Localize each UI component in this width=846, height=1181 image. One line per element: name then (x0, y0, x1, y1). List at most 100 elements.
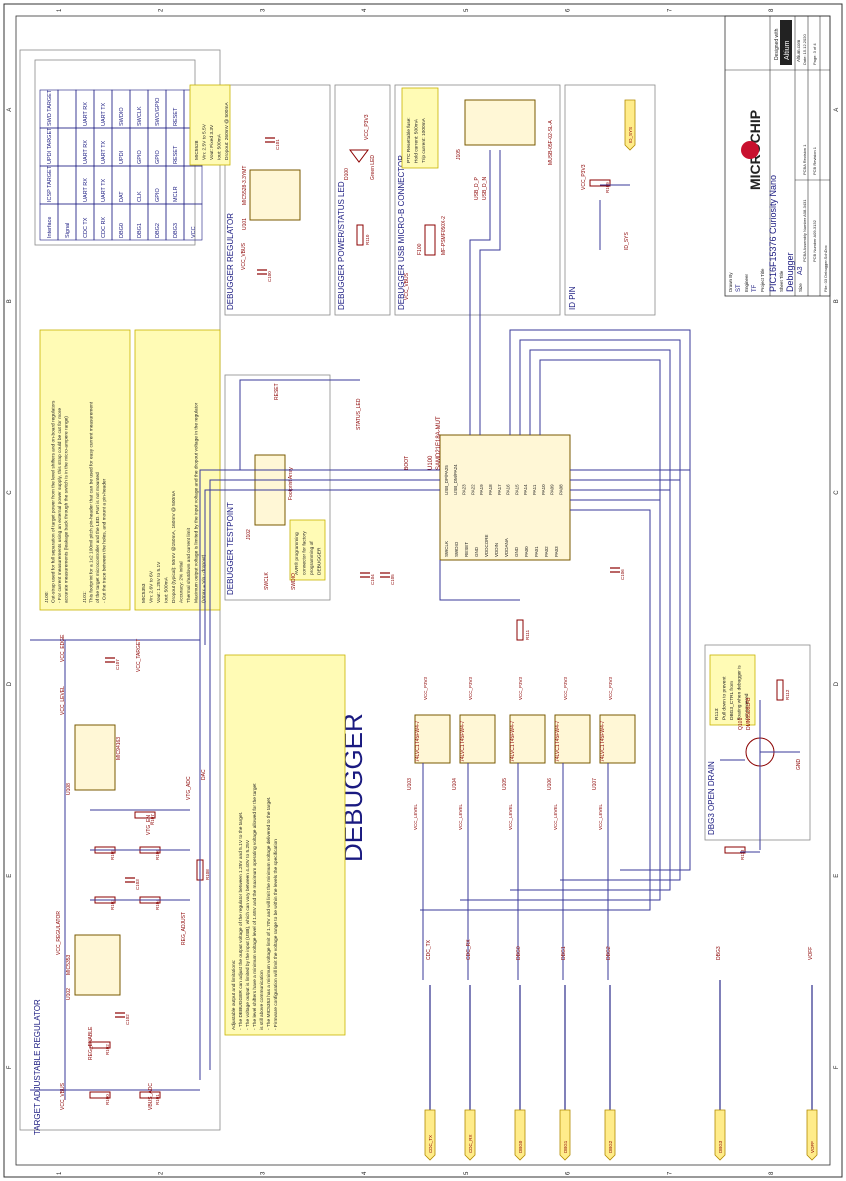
usb-connector-block (394, 84, 561, 316)
u101-body (249, 169, 301, 221)
adjust-note-line: Adjustable output and limitations: (231, 960, 237, 1030)
net-status-led: STATUS_LED (356, 398, 362, 430)
u100-left-pin: PA03 (554, 546, 559, 557)
net-swclk: SWCLK (264, 572, 270, 590)
iface-value: DBG2 (155, 223, 161, 238)
open-drain-title: DBG3 OPEN DRAIN (707, 761, 716, 835)
level-shifter-part: 74LVC1T45FW4-7 (510, 720, 516, 762)
status-led-title: DEBUGGER POWER/STATUS LED (337, 181, 346, 310)
u102-body (74, 934, 121, 996)
level-shifter-vlevel: VCC_LEVEL (413, 803, 418, 830)
passive-ref: R109 (605, 182, 610, 193)
mic5353-note-line: Vin: 2.6V to 6V (149, 570, 155, 603)
net-vcc-vbus-reg: VCC_VBUS (241, 242, 247, 270)
level-shifter-body (459, 714, 496, 764)
testpoint-note-box (289, 519, 326, 581)
grid-col-bottom-1: 1 (57, 1171, 63, 1175)
adjust-note: Adjustable output and limitations: - The … (231, 783, 279, 1030)
level-shifter-ref: U103 (407, 778, 413, 790)
grid-row-left-F: F (7, 1065, 13, 1069)
passive-ref: R106 (155, 849, 160, 860)
net-cdc-rx: CDC_RX (466, 939, 472, 960)
iface-header: ICSP TARGET (47, 165, 53, 202)
sheet-port-label: DBG0 (518, 1140, 523, 1153)
passive-ref: R108 (205, 869, 210, 880)
net-vtg-adc: VTG_ADC (186, 776, 192, 800)
net-voff: VOFF (808, 947, 814, 960)
testpoint-note-line: programming of (309, 541, 315, 575)
testpoint-note-line: DEBUGGER (317, 547, 323, 575)
u108-part: MIC94163 (116, 737, 122, 760)
level-shifter-body (554, 714, 591, 764)
level-shifter-ref: U105 (502, 778, 508, 790)
net-dbg2: DBG2 (606, 946, 612, 960)
iface-value: UART RX (83, 102, 89, 126)
net-reg-adjust: REG_ADJUST (181, 912, 187, 945)
net-vcc-target: VCC_TARGET (136, 639, 142, 672)
grid-col-bottom-8: 8 (769, 1171, 775, 1175)
f100-part: MF-PSMF050X-2 (441, 216, 447, 255)
iface-value: DBG1 (137, 223, 143, 238)
iface-value: UPDI (119, 150, 125, 164)
u100-right-pin: PA08 (558, 484, 563, 495)
q101-part: DMN65D8LFB (746, 697, 752, 730)
u100-left-pin: SWCLK (444, 541, 449, 557)
grid-row-right-D: D (834, 681, 840, 686)
sheet-port-tag (806, 1109, 818, 1161)
level-shifter-body (599, 714, 636, 764)
mic5353-note-line: Iout: 500mA (164, 576, 170, 603)
passive-ref: C101 (275, 139, 280, 150)
passive-ref: R107 (150, 814, 155, 825)
net-vbus-adc: VBUS_ADC (148, 1083, 154, 1110)
size-value: A3 (797, 266, 804, 275)
designed-with: Designed with (774, 28, 780, 60)
iface-value: GPIO (137, 150, 143, 164)
iface-value: Signal (65, 223, 71, 238)
u100-right-pin: PA19 (479, 484, 484, 495)
j105-part: MUSB-05F-02-SL-A (548, 120, 554, 165)
sheet-port-tag (424, 1109, 436, 1161)
mic5353-note-line: Accuracy: 2% initial (179, 561, 185, 603)
level-shifter-ref: U107 (592, 778, 598, 790)
net-vtg-en: VTG_EN (146, 815, 152, 835)
u100-left-pin: VDDCORE (484, 534, 489, 557)
wires (30, 150, 813, 1110)
adjust-note-line: - The MIC5353 has a minimum voltage limi… (266, 797, 272, 1030)
passive-ref: R103 (110, 899, 115, 910)
level-shifter-vcc: VCC_P3V3 (423, 676, 428, 700)
testpoint-title: DEBUGGER TESTPOINT (226, 502, 235, 595)
sheet-port-label: DBG2 (608, 1140, 613, 1153)
pcb-number: PCB Number A09-3132 (812, 219, 817, 262)
j101-note-line: This footprint for a 1x2 100mil pitch pi… (89, 401, 95, 603)
level-shifter-ref: U104 (452, 778, 458, 790)
passive-ref: C100 (267, 271, 272, 282)
usb-note-line: PTC Resettable fuse: (406, 117, 412, 163)
sheet-port-label: DBG1 (563, 1140, 568, 1153)
microchip-logo-icon (741, 141, 759, 159)
net-dbg0: DBG0 (516, 946, 522, 960)
j100-note-line: accurate measurements (leakage back thro… (64, 416, 70, 603)
mic5353-note-line: Thermal shutdown and current limit (186, 527, 192, 603)
u102-ref: U102 (66, 988, 72, 1000)
iface-value: DBG0 (119, 223, 125, 238)
u100-left-pin: PA01 (534, 546, 539, 557)
iface-value: SWCLK (137, 106, 143, 126)
mic5353-note-line: (Vmax = Vin - dropout) (201, 554, 207, 603)
resistor-symbol (516, 619, 524, 641)
mic5353-note-line: Vout: 1.25V to 5.1V (156, 561, 162, 603)
net-dbg1: DBG1 (561, 946, 567, 960)
id-sys-port-label: ID_SYS (628, 127, 633, 143)
interface-table-frame (34, 59, 196, 246)
level-shifter-part: 74LVC1T45FW4-7 (555, 720, 561, 762)
regulator-note-line: MIC5528 (194, 140, 200, 160)
j100-note-line: J100: (44, 591, 50, 603)
altium-brand: Altium (784, 40, 791, 60)
iface-value: MCLR (173, 186, 179, 202)
sheet-port-tag (464, 1109, 476, 1161)
iface-value: VCC (191, 226, 197, 238)
iface-value: DBG3 (173, 223, 179, 238)
net-usb-dp: USB_D_P (474, 177, 480, 200)
iface-value: CDC RX (101, 217, 107, 238)
iface-cell (57, 165, 77, 205)
